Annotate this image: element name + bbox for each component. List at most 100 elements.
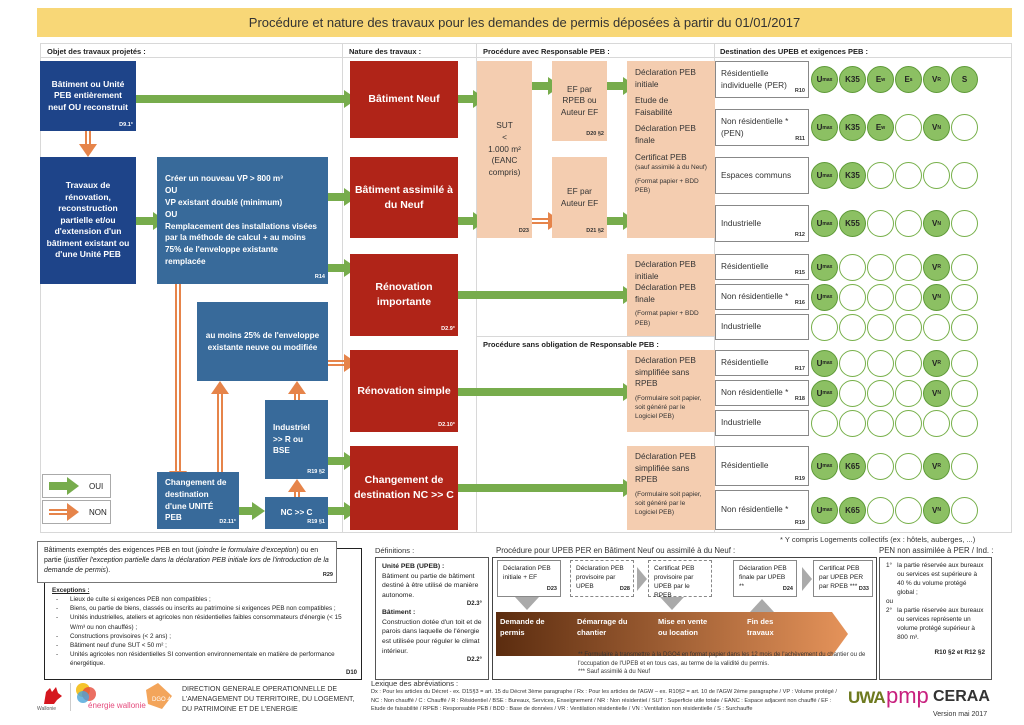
requirement-circle-empty [895, 162, 922, 189]
definitions-box: Unité PEB (UPEB) : Bâtiment ou partie de… [375, 557, 489, 680]
requirement-circle-k35: K35 [839, 114, 866, 141]
box-text: Travaux de rénovation, reconstruction pa… [46, 180, 130, 260]
ref-label: R18 [794, 395, 805, 402]
pen-item-2: 2°la partie réservée aux bureaux ou serv… [886, 607, 985, 643]
requirement-main: K35 [845, 171, 860, 180]
requirement-circle-empty [867, 283, 894, 311]
box-text: Changement de destination d'une UNITÉ PE… [165, 477, 227, 523]
requirement-circle-empty [923, 313, 950, 341]
wallonie-rooster-logo [40, 684, 64, 708]
lexique-title: Lexique des abréviations : [371, 679, 459, 688]
requirement-main: K55 [845, 219, 860, 228]
exception-text: Biens, ou partie de biens, classés ou in… [70, 605, 336, 613]
requirement-sub: N [937, 220, 941, 227]
step-text: Certificat PEB provisoire par UPEB par l… [654, 565, 695, 600]
section-objet: Objet des travaux projetés : [47, 47, 146, 56]
def-batiment-title: Bâtiment : [382, 609, 416, 617]
box-text: Rénovation importante [375, 281, 433, 308]
green-arrow-icon [239, 502, 265, 520]
pmp-logo: pmp [886, 683, 929, 708]
requirement-circle-empty [895, 409, 922, 437]
step-text: Déclaration PEB finale par UPEB ** [739, 565, 787, 591]
requirement-sub: max [822, 294, 833, 300]
version-label: Version mai 2017 [933, 711, 988, 718]
requirement-circle-empty [951, 452, 978, 480]
requirement-main: K35 [845, 123, 860, 132]
requirement-sub: R [937, 360, 941, 366]
requirement-main: V [932, 262, 938, 272]
requirement-circle-empty [867, 496, 894, 524]
box-text: Bâtiment ou Unité PEB entièrement neuf O… [48, 78, 128, 112]
ref-label: D2.10° [438, 422, 455, 429]
requirement-circle-empty [951, 162, 978, 189]
requirement-circle-empty [867, 253, 894, 281]
ref-label: D21 §2 [586, 228, 604, 235]
doc-line: Déclaration PEB initiale [635, 67, 696, 89]
requirement-circle-k35: K35 [839, 162, 866, 189]
green-arrow-icon [458, 479, 636, 497]
section-nature: Nature des travaux : [349, 47, 422, 56]
criteria-line: Créer un nouveau VP > 800 m³ [165, 173, 283, 183]
doc-note: (sauf assimilé à du Neuf) [635, 164, 707, 172]
destination-label: Résidentielle [721, 357, 769, 368]
timeline-pointer [750, 599, 774, 612]
orange-arrow-icon [288, 381, 306, 400]
requirement-circle-empty [951, 409, 978, 437]
nature-assimile-neuf: Bâtiment assimilé à du Neuf [350, 157, 458, 238]
timeline-frame [492, 557, 877, 680]
step-declaration-finale: Déclaration PEB finale par UPEB **D24 [733, 560, 797, 597]
ref-label: R10 [794, 87, 805, 94]
exception-item: -Biens, ou partie de biens, classés ou i… [56, 604, 357, 613]
uwa-logo: UWA [848, 688, 886, 707]
requirement-circle-k35: K35 [839, 66, 866, 93]
destination-label: Non résidentielle * [721, 504, 789, 515]
requirement-sub: max [822, 360, 833, 366]
requirement-circle-empty [895, 283, 922, 311]
bullet-dash: - [56, 632, 59, 640]
requirement-sub: max [822, 463, 833, 469]
ref-label: R19 [794, 519, 805, 526]
requirement-circle-empty [867, 313, 894, 341]
requirement-circle-empty [839, 253, 866, 281]
timeline-pointer [660, 597, 684, 610]
box-sut: SUT < 1.000 m² (EANC compris) D23 [477, 61, 532, 238]
requirement-main: V [932, 388, 938, 398]
requirement-circle-empty [867, 162, 894, 189]
sut-line: (EANC [491, 155, 518, 166]
requirement-main: V [932, 358, 938, 368]
requirement-main: U [816, 219, 823, 228]
intro-text: Bâtiments exemptés des exigences PEB en … [44, 547, 198, 554]
box-docs-changement: Déclaration PEB simplifiée sans RPEB (Fo… [627, 446, 715, 530]
page-title: Procédure et nature des travaux pour les… [37, 8, 1012, 37]
def-batiment-text: Construction dotée d'un toit et de paroi… [382, 618, 482, 655]
destination-label: Non résidentielle * [721, 291, 789, 302]
destination-label: Non résidentielle * (PEN) [721, 116, 789, 138]
requirement-main: K35 [845, 75, 860, 84]
pen-or: ou [886, 597, 894, 605]
energie-wallonie-logo [75, 682, 97, 704]
item-number: 2° [886, 606, 893, 614]
destination-label-box: Non résidentielle * R19 [715, 490, 809, 530]
exemptions-intro: Bâtiments exemptés des exigences PEB en … [37, 541, 337, 583]
step-certificat-provisoire: Certificat PEB provisoire par UPEB par l… [648, 560, 712, 600]
requirement-sub: max [822, 220, 833, 227]
exception-item: -Constructions provisoires (< 2 ans) ; [56, 632, 357, 641]
requirement-circle-empty [951, 313, 978, 341]
requirement-main: K65 [845, 461, 860, 471]
requirement-circle-k55: K55 [839, 210, 866, 237]
intro-text: ). [105, 567, 111, 575]
doc-note: (Format papier + BDD PEB) [635, 310, 699, 327]
ref-label: R16 [794, 299, 805, 306]
requirement-main: V [932, 505, 938, 515]
ref-label: R17 [794, 365, 805, 372]
box-changement-destination: Changement de destination d'une UNITÉ PE… [157, 472, 239, 529]
